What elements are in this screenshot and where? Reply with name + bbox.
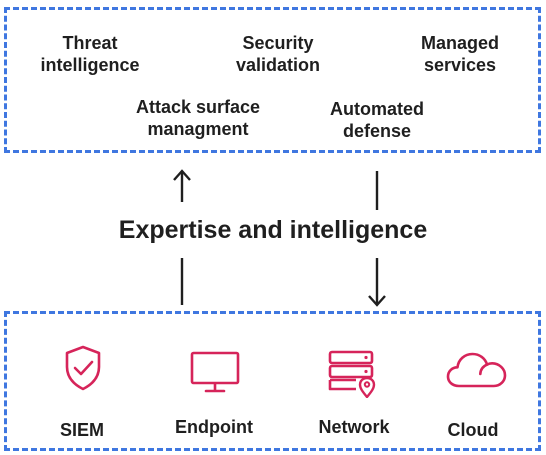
label-security-validation: Security validation <box>235 33 320 75</box>
label-threat-intelligence: Threat intelligence <box>40 33 140 75</box>
label-siem: SIEM <box>59 420 104 440</box>
data-sources-box <box>4 311 541 451</box>
monitor-icon <box>190 351 240 393</box>
cloud-icon <box>446 352 507 388</box>
label-attack-surface-managment: Attack surface managment <box>135 97 261 139</box>
arrow-down-icon <box>368 171 386 307</box>
shield-check-icon <box>65 345 101 391</box>
label-automated-defense: Automated defense <box>330 99 424 141</box>
expertise-and-intelligence-title: Expertise and intelligence <box>118 216 428 244</box>
label-endpoint: Endpoint <box>175 417 253 437</box>
label-cloud: Cloud <box>447 420 499 440</box>
arrow-up-icon <box>173 169 191 305</box>
label-network: Network <box>318 417 390 437</box>
server-location-icon <box>328 350 376 398</box>
label-managed-services: Managed services <box>420 33 499 75</box>
capabilities-box <box>4 7 541 153</box>
